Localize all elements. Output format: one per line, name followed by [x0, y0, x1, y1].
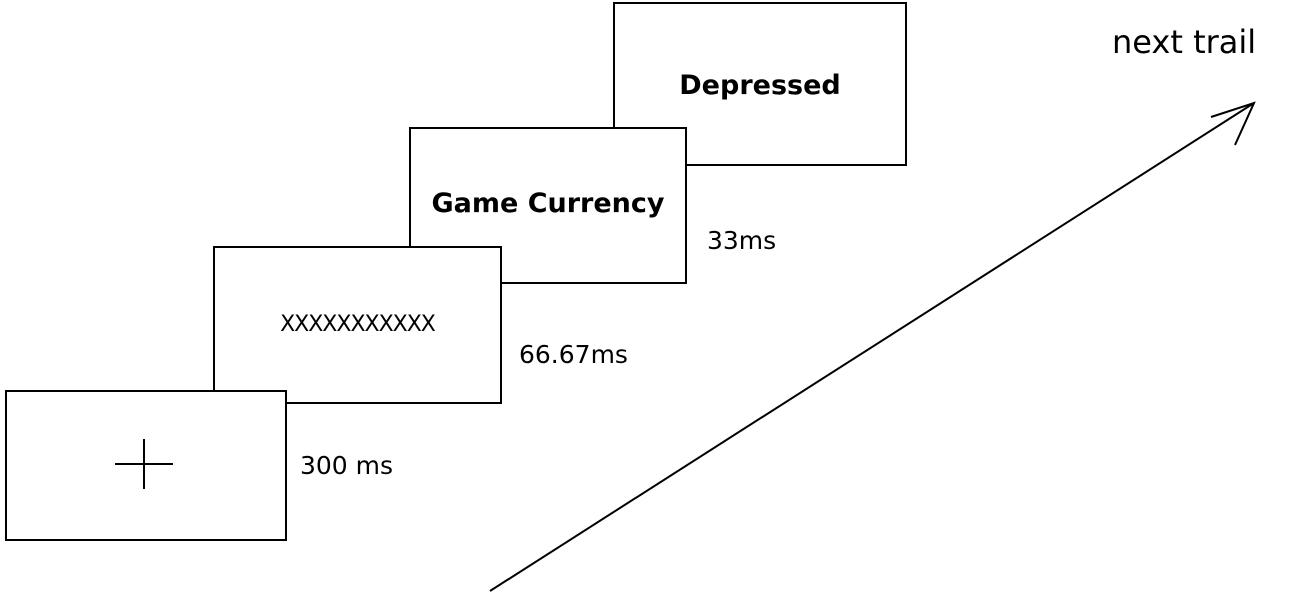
mask-string: XXXXXXXXXXX: [280, 312, 436, 337]
prime-word: Game Currency: [431, 188, 665, 219]
target-screen: Depressed: [613, 2, 907, 166]
target-word: Depressed: [679, 70, 841, 101]
mask-screen: XXXXXXXXXXX: [213, 246, 502, 404]
fixation-screen: [5, 390, 287, 541]
fixation-duration-label: 300 ms: [300, 451, 394, 480]
next-trial-label: next trail: [1112, 23, 1257, 61]
fixation-cross-icon: [112, 437, 176, 491]
mask-duration-label: 66.67ms: [519, 340, 628, 369]
prime-duration-label: 33ms: [707, 226, 777, 255]
